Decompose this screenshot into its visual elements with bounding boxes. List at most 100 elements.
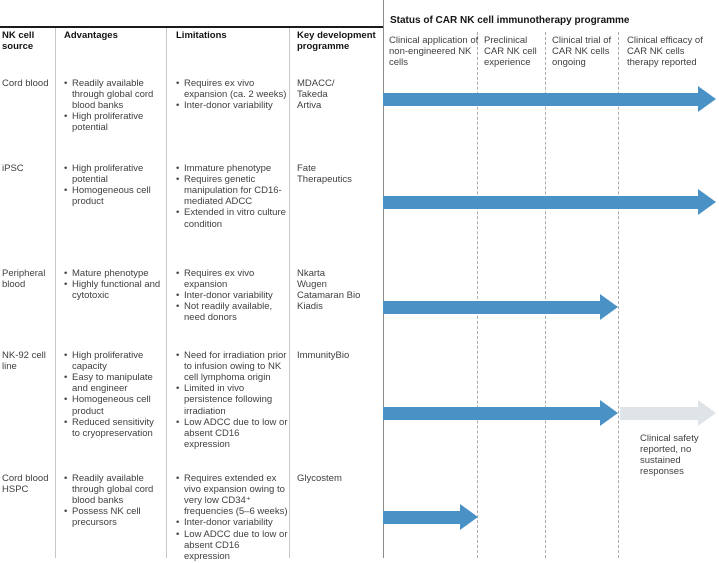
programme-line: Nkarta [297,268,325,279]
bullet-text: Requires extended ex vivo expansion owin… [184,473,288,518]
row-advantages-1: • High proliferative potential • Homogeneou… [64,163,164,207]
programme-line: Artiva [297,100,322,112]
bullet-text: Need for irradiation prior to infusion o… [184,350,287,384]
row-advantages-4: •Readily available through global cord b… [64,473,164,529]
bullet-text: Immature phenotype [184,163,272,174]
bullet-item: • Requires genetic manipulation for CD16-… [176,174,288,207]
bullet-text: Requires ex vivo expansion [184,268,255,291]
bullet-item: •Reduced sensitivity to cryopreservation [64,417,164,439]
status-dashed-divider-2 [545,32,546,558]
bullet-text: Inter-donor variability [184,517,273,529]
bullet-icon: • [64,268,68,279]
status-arrow-blue-row1-body [383,195,698,209]
bullet-item: •Easy to manipulate and engineer [64,372,164,394]
bullet-text: Reduced sensitivity to cryopreservation [72,416,154,439]
status-arrow-gray-row3-body [620,406,698,420]
programme-line: Fate [297,163,317,174]
bullet-item: • Not readily available, need donors [176,301,288,323]
bullet-icon: • [176,416,180,428]
bullet-item: • Mature phenotype [64,268,164,279]
bullet-icon: • [64,394,68,406]
column-divider-3 [289,28,290,558]
column-divider-2 [166,28,167,558]
bullet-text: Easy to manipulate and engineer [72,372,153,395]
bullet-icon: • [176,163,180,174]
bullet-icon: • [176,174,180,186]
row-source-2: Peripheral blood [2,268,46,291]
row-advantages-0: •Readily available through global cord b… [64,78,164,134]
bullet-icon: • [64,163,68,174]
programme-line: Therapeutics [297,174,352,186]
bullet-item: •Inter-donor variability [176,100,288,111]
row-limitations-2: •Requires ex vivo expansion•Inter-donor … [176,268,288,324]
status-arrow-blue-row3-head [600,400,618,426]
bullet-text: Mature phenotype [72,268,149,279]
bullet-text: Homogeneous cell product [72,394,151,417]
bullet-text: Highly functional and cytotoxic [72,279,161,302]
bullet-item: • Homogeneous cell product [64,394,164,416]
row-source-4: Cord blood HSPC [2,473,49,496]
row-limitations-3: • Need for irradiation prior to infusion … [176,350,288,450]
status-arrow-blue-row1-head [698,189,716,215]
bullet-icon: • [64,350,68,361]
header-programme: Key development programme [297,30,376,52]
row-source-1: iPSC [2,163,24,174]
bullet-icon: • [176,301,180,313]
row-advantages-2: • Mature phenotype• Highly functional and … [64,268,164,301]
programme-line: MDACC/ [297,78,335,89]
bullet-item: • Homogeneous cell product [64,185,164,207]
programme-line: Glycostem [297,473,342,484]
bullet-text: Not readily available, need donors [184,301,273,324]
bullet-icon: • [176,517,180,529]
status-arrow-blue-row0-body [383,92,698,106]
status-column-header-2: Preclinical CAR NK cell experience [484,35,537,69]
bullet-text: Inter-donor variability [184,290,273,302]
status-note-row3: Clinical safety reported, no sustained r… [640,433,699,478]
row-advantages-3: •High proliferative capacity•Easy to man… [64,350,164,439]
bullet-item: •Possess NK cell precursors [64,506,164,528]
bullet-item: •Requires ex vivo expansion [176,268,288,290]
bullet-item: • Low ADCC due to low or absent CD16 expr… [176,417,288,450]
status-dashed-divider-3 [618,32,619,558]
bullet-item: •Inter-donor variability [176,290,288,301]
programme-line: Takeda [297,89,328,101]
bullet-icon: • [176,383,180,395]
bullet-item: •Requires ex vivo expansion (ca. 2 weeks… [176,78,288,100]
bullet-text: High proliferative capacity [72,350,144,373]
header-limitations: Limitations [176,30,227,41]
bullet-text: High proliferative potential [72,163,144,186]
bullet-text: Homogeneous cell product [72,185,151,208]
programme-line: Wugen [297,279,327,291]
bullet-item: • Inter-donor variability [176,517,288,528]
bullet-text: Limited in vivo persistence following ir… [184,383,273,417]
bullet-icon: • [64,185,68,197]
status-arrow-blue-row2-head [600,294,618,320]
programme-line: ImmunityBio [297,350,350,361]
bullet-text: Low ADCC due to low or absent CD16 expre… [184,416,288,450]
table-top-rule [0,26,383,28]
bullet-item: • Extended in vitro culture condition [176,207,288,229]
status-section-divider [383,0,384,558]
row-limitations-1: • Immature phenotype • Requires genetic man… [176,163,288,230]
bullet-item: •High proliferative potential [64,111,164,133]
bullet-icon: • [64,78,68,89]
bullet-text: Requires ex vivo expansion (ca. 2 weeks) [184,78,287,101]
row-limitations-4: • Requires extended ex vivo expansion owi… [176,473,288,562]
bullet-text: Possess NK cell precursors [72,506,141,529]
row-source-3: NK-92 cell line [2,350,46,373]
bullet-item: • High proliferative capacity [64,350,164,372]
status-column-header-4: Clinical efficacy of CAR NK cells therap… [627,35,703,69]
bullet-text: Extended in vitro culture condition [184,207,286,230]
bullet-text: Requires genetic manipulation for CD16-m… [184,174,282,208]
bullet-text: Readily available through global cord bl… [72,473,154,507]
bullet-icon: • [176,207,180,219]
header-source: NK cell source [2,30,35,52]
row-programme-3: ImmunityBio [297,350,381,361]
row-programme-4: Glycostem [297,473,381,484]
bullet-icon: • [176,528,180,540]
column-divider-1 [55,28,56,558]
bullet-item: •Readily available through global cord b… [64,78,164,111]
status-arrow-blue-row2-body [383,300,600,314]
